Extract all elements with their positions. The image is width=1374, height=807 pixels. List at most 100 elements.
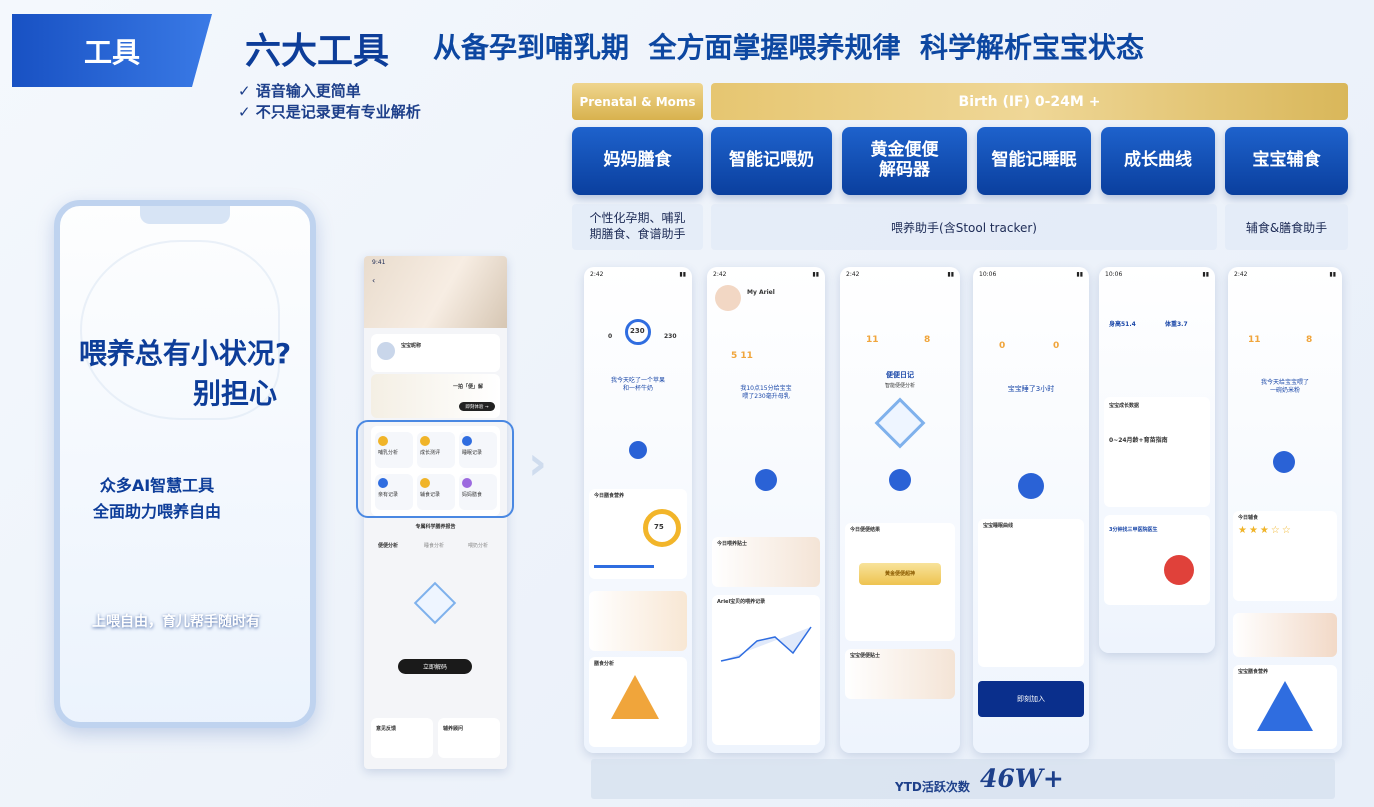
grid-item-mom[interactable]: 妈妈膳食	[459, 474, 497, 510]
food-pyramid	[1257, 681, 1313, 731]
screen-stool: 2:42▮▮ 11 8 便便日记 智能便便分析 今日便便结果 黄金便便超神 宝宝…	[840, 267, 960, 753]
baby-food-title: 今日辅食	[1238, 515, 1259, 521]
screen-sleep: 10:06▮▮ 0 0 宝宝睡了3小时 宝宝睡眠曲线 即刻加入	[973, 267, 1089, 753]
ring-value: 230	[630, 327, 645, 335]
mom-diet-icon	[462, 478, 472, 488]
status-time: 9:41	[372, 259, 386, 266]
footer-bar	[591, 759, 1335, 799]
status-time: 2:42	[846, 270, 860, 278]
feed-record-title: Ariel宝贝的喂养记录	[717, 599, 766, 605]
left-line-2: 全面助力喂养自由	[92, 502, 221, 521]
feed-tip-title: 今日喂养贴士	[717, 541, 748, 547]
sleep-chart-card: 宝宝睡眠曲线	[978, 519, 1084, 667]
nutrition-card: 今日膳食营养 75	[589, 489, 687, 579]
header-tag	[12, 14, 212, 87]
grid-label-sleep: 睡眠记录	[462, 450, 483, 456]
growth-guide-title: 0~24月龄+育苗指南	[1109, 437, 1168, 444]
tool-smart-sleep[interactable]: 智能记睡眠	[977, 127, 1091, 195]
avatar	[377, 342, 395, 360]
baby-food-card: 今日辅食 ★★★☆☆	[1233, 511, 1337, 601]
tool-mom-diet[interactable]: 妈妈膳食	[572, 127, 703, 195]
food-tip-card	[1233, 613, 1337, 657]
stat-right: 230	[664, 333, 677, 340]
status-time: 2:42	[1234, 270, 1248, 278]
chevron-right-icon: ›	[528, 436, 547, 490]
check-analysis: ✓ 不只是记录更有专业解析	[238, 103, 421, 121]
grid-label-feed: 哺乳分析	[378, 450, 399, 456]
baby-card: 宝宝昵称	[371, 334, 500, 372]
stool-result-card: 今日便便结果 黄金便便超神	[845, 523, 955, 641]
advisor-card[interactable]: 辅养顾问	[438, 718, 500, 758]
grid-label-solid: 辅食记录	[420, 492, 441, 498]
grid-item-growth[interactable]: 成长测评	[417, 432, 455, 468]
baby-name: 宝宝昵称	[401, 343, 422, 349]
voice-quote: 我今天吃了一个苹果 和一杯牛奶	[610, 377, 665, 392]
report-tab-sleep[interactable]: 睡食分析	[424, 543, 445, 549]
phone-photo	[364, 256, 507, 328]
grid-item-feed[interactable]: 哺乳分析	[375, 432, 413, 468]
stool-tip-title: 宝宝便便贴士	[850, 653, 881, 659]
desc-feed: 喂养助手(含Stool tracker)	[711, 204, 1217, 250]
grid-item-sleep[interactable]: 睡眠记录	[459, 432, 497, 468]
tool-growth-curve[interactable]: 成长曲线	[1101, 127, 1215, 195]
mic-button[interactable]	[755, 469, 777, 491]
tool-stool-decoder[interactable]: 黄金便便 解码器	[842, 127, 967, 195]
stool-tip-card: 宝宝便便贴士	[845, 649, 955, 699]
mic-button[interactable]	[629, 441, 647, 459]
sleep-chart-title: 宝宝睡眠曲线	[983, 523, 1014, 529]
tool-smart-feed[interactable]: 智能记喂奶	[711, 127, 832, 195]
grid-item-solid[interactable]: 辅食记录	[417, 474, 455, 510]
screen-smart-feed: 2:42▮▮ My Ariel 5 11 我10点15分给宝宝 喂了230毫升母…	[707, 267, 825, 753]
banner-button[interactable]: 即刻体验 →	[459, 402, 495, 411]
status-time: 2:42	[713, 270, 727, 278]
report-title: 专属科学膳养报告	[415, 524, 456, 530]
band-prenatal: Prenatal & Moms	[572, 83, 703, 120]
baby-name: My Ariel	[747, 289, 775, 296]
food-nutrition-card: 宝宝膳食营养	[1233, 665, 1337, 749]
mic-button[interactable]	[1273, 451, 1295, 473]
feed-icon	[378, 436, 388, 446]
stat-right: 8	[924, 335, 931, 345]
apple-icon	[1164, 555, 1194, 585]
header-tag-label: 工具	[83, 35, 140, 69]
nutrition-donut	[643, 509, 681, 547]
camera-button[interactable]	[889, 469, 911, 491]
food-pyramid	[611, 675, 659, 719]
page-subtitle: 从备孕到哺乳期 全方面掌握喂养规律 科学解析宝宝状态	[433, 31, 1144, 64]
highlight-ring	[356, 420, 514, 518]
left-headline-1: 喂养总有小状况?	[78, 337, 292, 370]
tool-baby-food[interactable]: 宝宝辅食	[1225, 127, 1348, 195]
stat-left: 11	[866, 335, 879, 345]
star-rating: ★★★☆☆	[1238, 525, 1293, 536]
feedback-card[interactable]: 意见反馈	[371, 718, 433, 758]
back-icon[interactable]: ‹	[372, 276, 376, 285]
mic-button[interactable]	[1018, 473, 1044, 499]
report-cta-button[interactable]: 立即解码	[398, 659, 472, 674]
left-headline-2: 别担心	[192, 377, 277, 410]
main-phone-screen: 9:41 ‹ 宝宝昵称 一拍「便」解 即刻体验 → 哺乳分析 成长测评 睡眠记录…	[364, 256, 507, 769]
voice-quote: 宝宝睡了3小时	[1007, 385, 1055, 393]
nutrition-title: 今日膳食营养	[594, 493, 625, 499]
feed-stats: 5 11	[731, 351, 753, 361]
stool-diary-title: 便便日记	[886, 371, 914, 379]
grid-label-record: 亲有记录	[378, 492, 399, 498]
sleep-icon	[462, 436, 472, 446]
stat-right: 0	[1053, 341, 1060, 351]
feed-line	[720, 626, 812, 662]
screen-baby-food: 2:42▮▮ 11 8 我今天给宝宝喂了 一碗奶米粉 今日辅食 ★★★☆☆ 宝宝…	[1228, 267, 1342, 753]
grid-label-growth: 成长测评	[420, 450, 441, 456]
report-tab-stool[interactable]: 便便分析	[378, 543, 399, 549]
status-time: 10:06	[979, 270, 997, 278]
stat-left: 0	[999, 341, 1006, 351]
banner-text: 一拍「便」解	[453, 384, 484, 390]
report-tab-feed[interactable]: 喂奶分析	[468, 543, 489, 549]
doctor-card-title: 3分钟找三甲医院医生	[1109, 527, 1158, 533]
grid-item-record[interactable]: 亲有记录	[375, 474, 413, 510]
desc-food: 辅食&膳食助手	[1225, 204, 1348, 250]
meal-card	[589, 591, 687, 651]
stat-right: 8	[1306, 335, 1313, 345]
footer-label: YTD活跃次数	[895, 780, 970, 794]
band-birth: Birth (IF) 0-24M +	[711, 83, 1348, 120]
join-cta[interactable]: 即刻加入	[978, 681, 1084, 717]
feed-tip-card: 今日喂养贴士	[712, 537, 820, 587]
